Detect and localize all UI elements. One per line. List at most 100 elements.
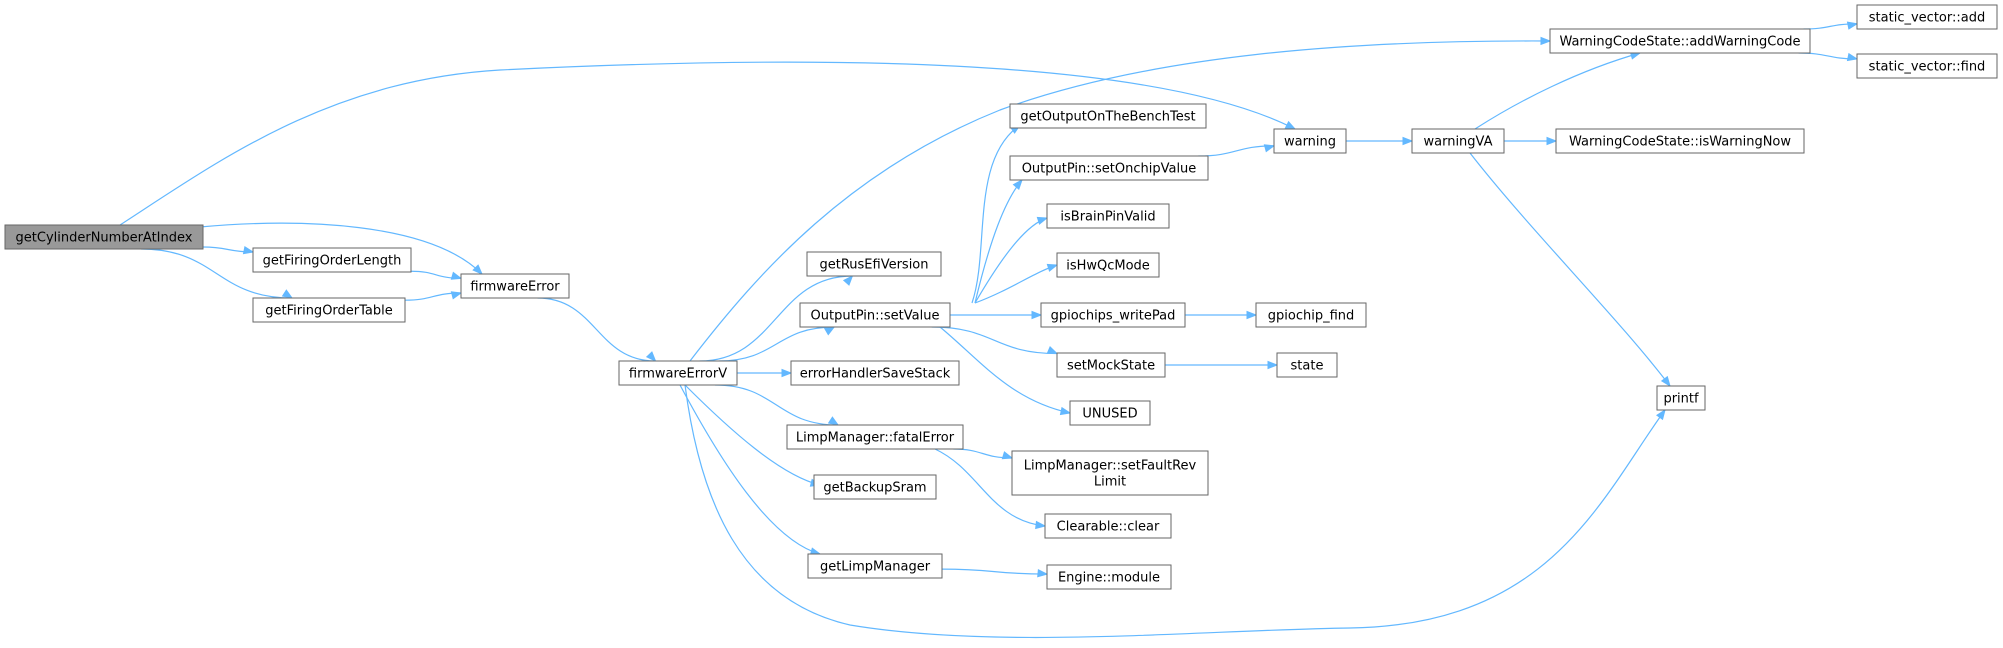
node-box-isbrainpinvalid[interactable] [1046, 203, 1170, 229]
node-box-warning[interactable] [1273, 128, 1347, 154]
node-label-static-vector-find: static_vector::find [1869, 60, 1986, 75]
edge-getcylindernumberatindex-to-firmwareerror-arrowhead [472, 264, 483, 275]
node-box-firmwareerror[interactable] [460, 273, 570, 299]
edge-firmwareerrorv-to-limpmanager-fatalerror [714, 384, 839, 426]
node-box-ishwqcmode[interactable] [1056, 252, 1160, 278]
edge-limpmanager-fatalerror-to-limpmanager-setfaultrevlimit-arrowhead [1001, 451, 1014, 460]
node-setmockstate[interactable]: setMockState [1056, 352, 1166, 378]
node-getbackupsram[interactable]: getBackupSram [813, 474, 937, 500]
node-box-gpiochip-find[interactable] [1255, 302, 1367, 328]
edge-warningva-to-printf [1469, 152, 1671, 387]
node-box-getfiringorderlength[interactable] [252, 247, 412, 273]
node-firmwareerrorv[interactable]: firmwareErrorV [618, 360, 738, 386]
node-outputpin-setonchipvalue[interactable]: OutputPin::setOnchipValue [1009, 155, 1209, 181]
node-label-getbackupsram: getBackupSram [823, 481, 926, 496]
node-box-engine-module[interactable] [1046, 564, 1172, 590]
node-getfiringorderlength[interactable]: getFiringOrderLength [252, 247, 412, 273]
node-outputpin-setvalue[interactable]: OutputPin::setValue [799, 302, 951, 328]
node-getrusefiversion[interactable]: getRusEfiVersion [806, 251, 942, 277]
node-static-vector-find[interactable]: static_vector::find [1856, 53, 1998, 79]
node-limpmanager-fatalerror[interactable]: LimpManager::fatalError [786, 424, 964, 450]
node-label-getrusefiversion: getRusEfiVersion [819, 258, 928, 273]
edge-getfiringorderlength-to-firmwareerror-arrowhead [450, 271, 463, 280]
node-box-warningcodestate-iswarningnow[interactable] [1555, 128, 1805, 154]
node-box-gpiochips-writepad[interactable] [1040, 302, 1186, 328]
nodes-layer: getCylinderNumberAtIndex getFiringOrderLe… [4, 4, 1998, 590]
node-firmwareerror[interactable]: firmwareError [460, 273, 570, 299]
node-getlimpmanager[interactable]: getLimpManager [807, 553, 943, 579]
node-state[interactable]: state [1276, 352, 1338, 378]
node-isbrainpinvalid[interactable]: isBrainPinValid [1046, 203, 1170, 229]
node-box-outputpin-setonchipvalue[interactable] [1009, 155, 1209, 181]
node-printf[interactable]: printf [1656, 385, 1706, 411]
node-box-limpmanager-fatalerror[interactable] [786, 424, 964, 450]
node-gpiochips-writepad[interactable]: gpiochips_writePad [1040, 302, 1186, 328]
node-engine-module[interactable]: Engine::module [1046, 564, 1172, 590]
node-static-vector-add[interactable]: static_vector::add [1856, 4, 1998, 30]
edge-getcylindernumberatindex-to-getfiringordertable-arrowhead [281, 289, 294, 299]
edge-outputpin-setvalue-to-setmockstate-arrowhead [1046, 345, 1059, 355]
node-box-state[interactable] [1276, 352, 1338, 378]
node-ishwqcmode[interactable]: isHwQcMode [1056, 252, 1160, 278]
edge-outputpin-setonchipvalue-to-warning [1198, 145, 1275, 157]
node-box-clearable-clear[interactable] [1044, 513, 1172, 539]
node-box-warningcodestate-addwarningcode[interactable] [1549, 28, 1811, 54]
node-clearable-clear[interactable]: Clearable::clear [1044, 513, 1172, 539]
edge-outputpin-setvalue-to-gpiochips-writepad-arrowhead [1031, 310, 1043, 320]
edge-warningcodestate-addwarningcode-to-static-vector-add-arrowhead [1846, 21, 1859, 30]
edge-getlimpmanager-to-engine-module [941, 568, 1048, 575]
node-errorhandlersavestack[interactable]: errorHandlerSaveStack [790, 360, 960, 386]
node-box-setmockstate[interactable] [1056, 352, 1166, 378]
edge-firmwareerrorv-to-printf [684, 384, 1666, 639]
node-box-warningva[interactable] [1411, 128, 1505, 154]
edge-warningva-to-warningcodestate-iswarningnow-arrowhead [1546, 136, 1558, 146]
node-box-getcylindernumberatindex[interactable] [4, 224, 204, 250]
node-box-firmwareerrorv[interactable] [618, 360, 738, 386]
node-box-unused[interactable] [1069, 400, 1151, 426]
node-unused[interactable]: UNUSED [1069, 400, 1151, 426]
edge-warningva-to-warningcodestate-addwarningcode [1474, 52, 1641, 130]
edge-firmwareerrorv-to-outputpin-setvalue-arrowhead [823, 326, 836, 336]
node-label-outputpin-setonchipvalue: OutputPin::setOnchipValue [1022, 162, 1197, 177]
edge-outputpin-setonchipvalue-to-warning-arrowhead [1263, 144, 1276, 153]
node-box-getoutputonthebenchtest[interactable] [1009, 103, 1207, 129]
edge-warningcodestate-addwarningcode-to-static-vector-find-arrowhead [1846, 52, 1859, 62]
edge-outputpin-setvalue-to-setmockstate [931, 326, 1058, 355]
node-label-warning: warning [1284, 135, 1336, 150]
node-box-getfiringordertable[interactable] [252, 297, 406, 323]
edge-getcylindernumberatindex-to-warning-arrowhead [1284, 120, 1297, 130]
edge-setmockstate-to-state-arrowhead [1267, 360, 1279, 370]
node-box-getbackupsram[interactable] [813, 474, 937, 500]
node-label-gpiochip-find: gpiochip_find [1268, 309, 1355, 324]
node-label-static-vector-add: static_vector::add [1869, 11, 1985, 26]
node-warningva[interactable]: warningVA [1411, 128, 1505, 154]
node-getfiringordertable[interactable]: getFiringOrderTable [252, 297, 406, 323]
node-label-firmwareerrorv: firmwareErrorV [629, 367, 727, 382]
node-gpiochip-find[interactable]: gpiochip_find [1255, 302, 1367, 328]
node-warningcodestate-addwarningcode[interactable]: WarningCodeState::addWarningCode [1549, 28, 1811, 54]
node-getoutputonthebenchtest[interactable]: getOutputOnTheBenchTest [1009, 103, 1207, 129]
edge-outputpin-setvalue-to-ishwqcmode-arrowhead [1046, 263, 1059, 272]
edge-gpiochips-writepad-to-gpiochip-find-arrowhead [1246, 310, 1258, 320]
edge-getcylindernumberatindex-to-getfiringorderlength-arrowhead [242, 246, 255, 255]
node-box-errorhandlersavestack[interactable] [790, 360, 960, 386]
node-box-static-vector-find[interactable] [1856, 53, 1998, 79]
node-label-engine-module: Engine::module [1058, 571, 1160, 586]
edge-getcylindernumberatindex-to-getfiringordertable [140, 248, 293, 299]
node-box-getrusefiversion[interactable] [806, 251, 942, 277]
node-box-outputpin-setvalue[interactable] [799, 302, 951, 328]
node-box-getlimpmanager[interactable] [807, 553, 943, 579]
node-box-printf[interactable] [1656, 385, 1706, 411]
node-warning[interactable]: warning [1273, 128, 1347, 154]
node-box-static-vector-add[interactable] [1856, 4, 1998, 30]
edge-firmwareerrorv-to-getbackupsram [684, 384, 821, 486]
node-warningcodestate-iswarningnow[interactable]: WarningCodeState::isWarningNow [1555, 128, 1805, 154]
node-label-getfiringorderlength: getFiringOrderLength [263, 254, 402, 269]
node-label-limpmanager-fatalerror: LimpManager::fatalError [796, 431, 955, 446]
node-box-limpmanager-setfaultrevlimit[interactable] [1011, 450, 1209, 496]
node-label-firmwareerror: firmwareError [470, 280, 560, 295]
node-getcylindernumberatindex[interactable]: getCylinderNumberAtIndex [4, 224, 204, 250]
edge-firmwareerrorv-to-warningcodestate-addwarningcode-arrowhead [1540, 36, 1552, 46]
